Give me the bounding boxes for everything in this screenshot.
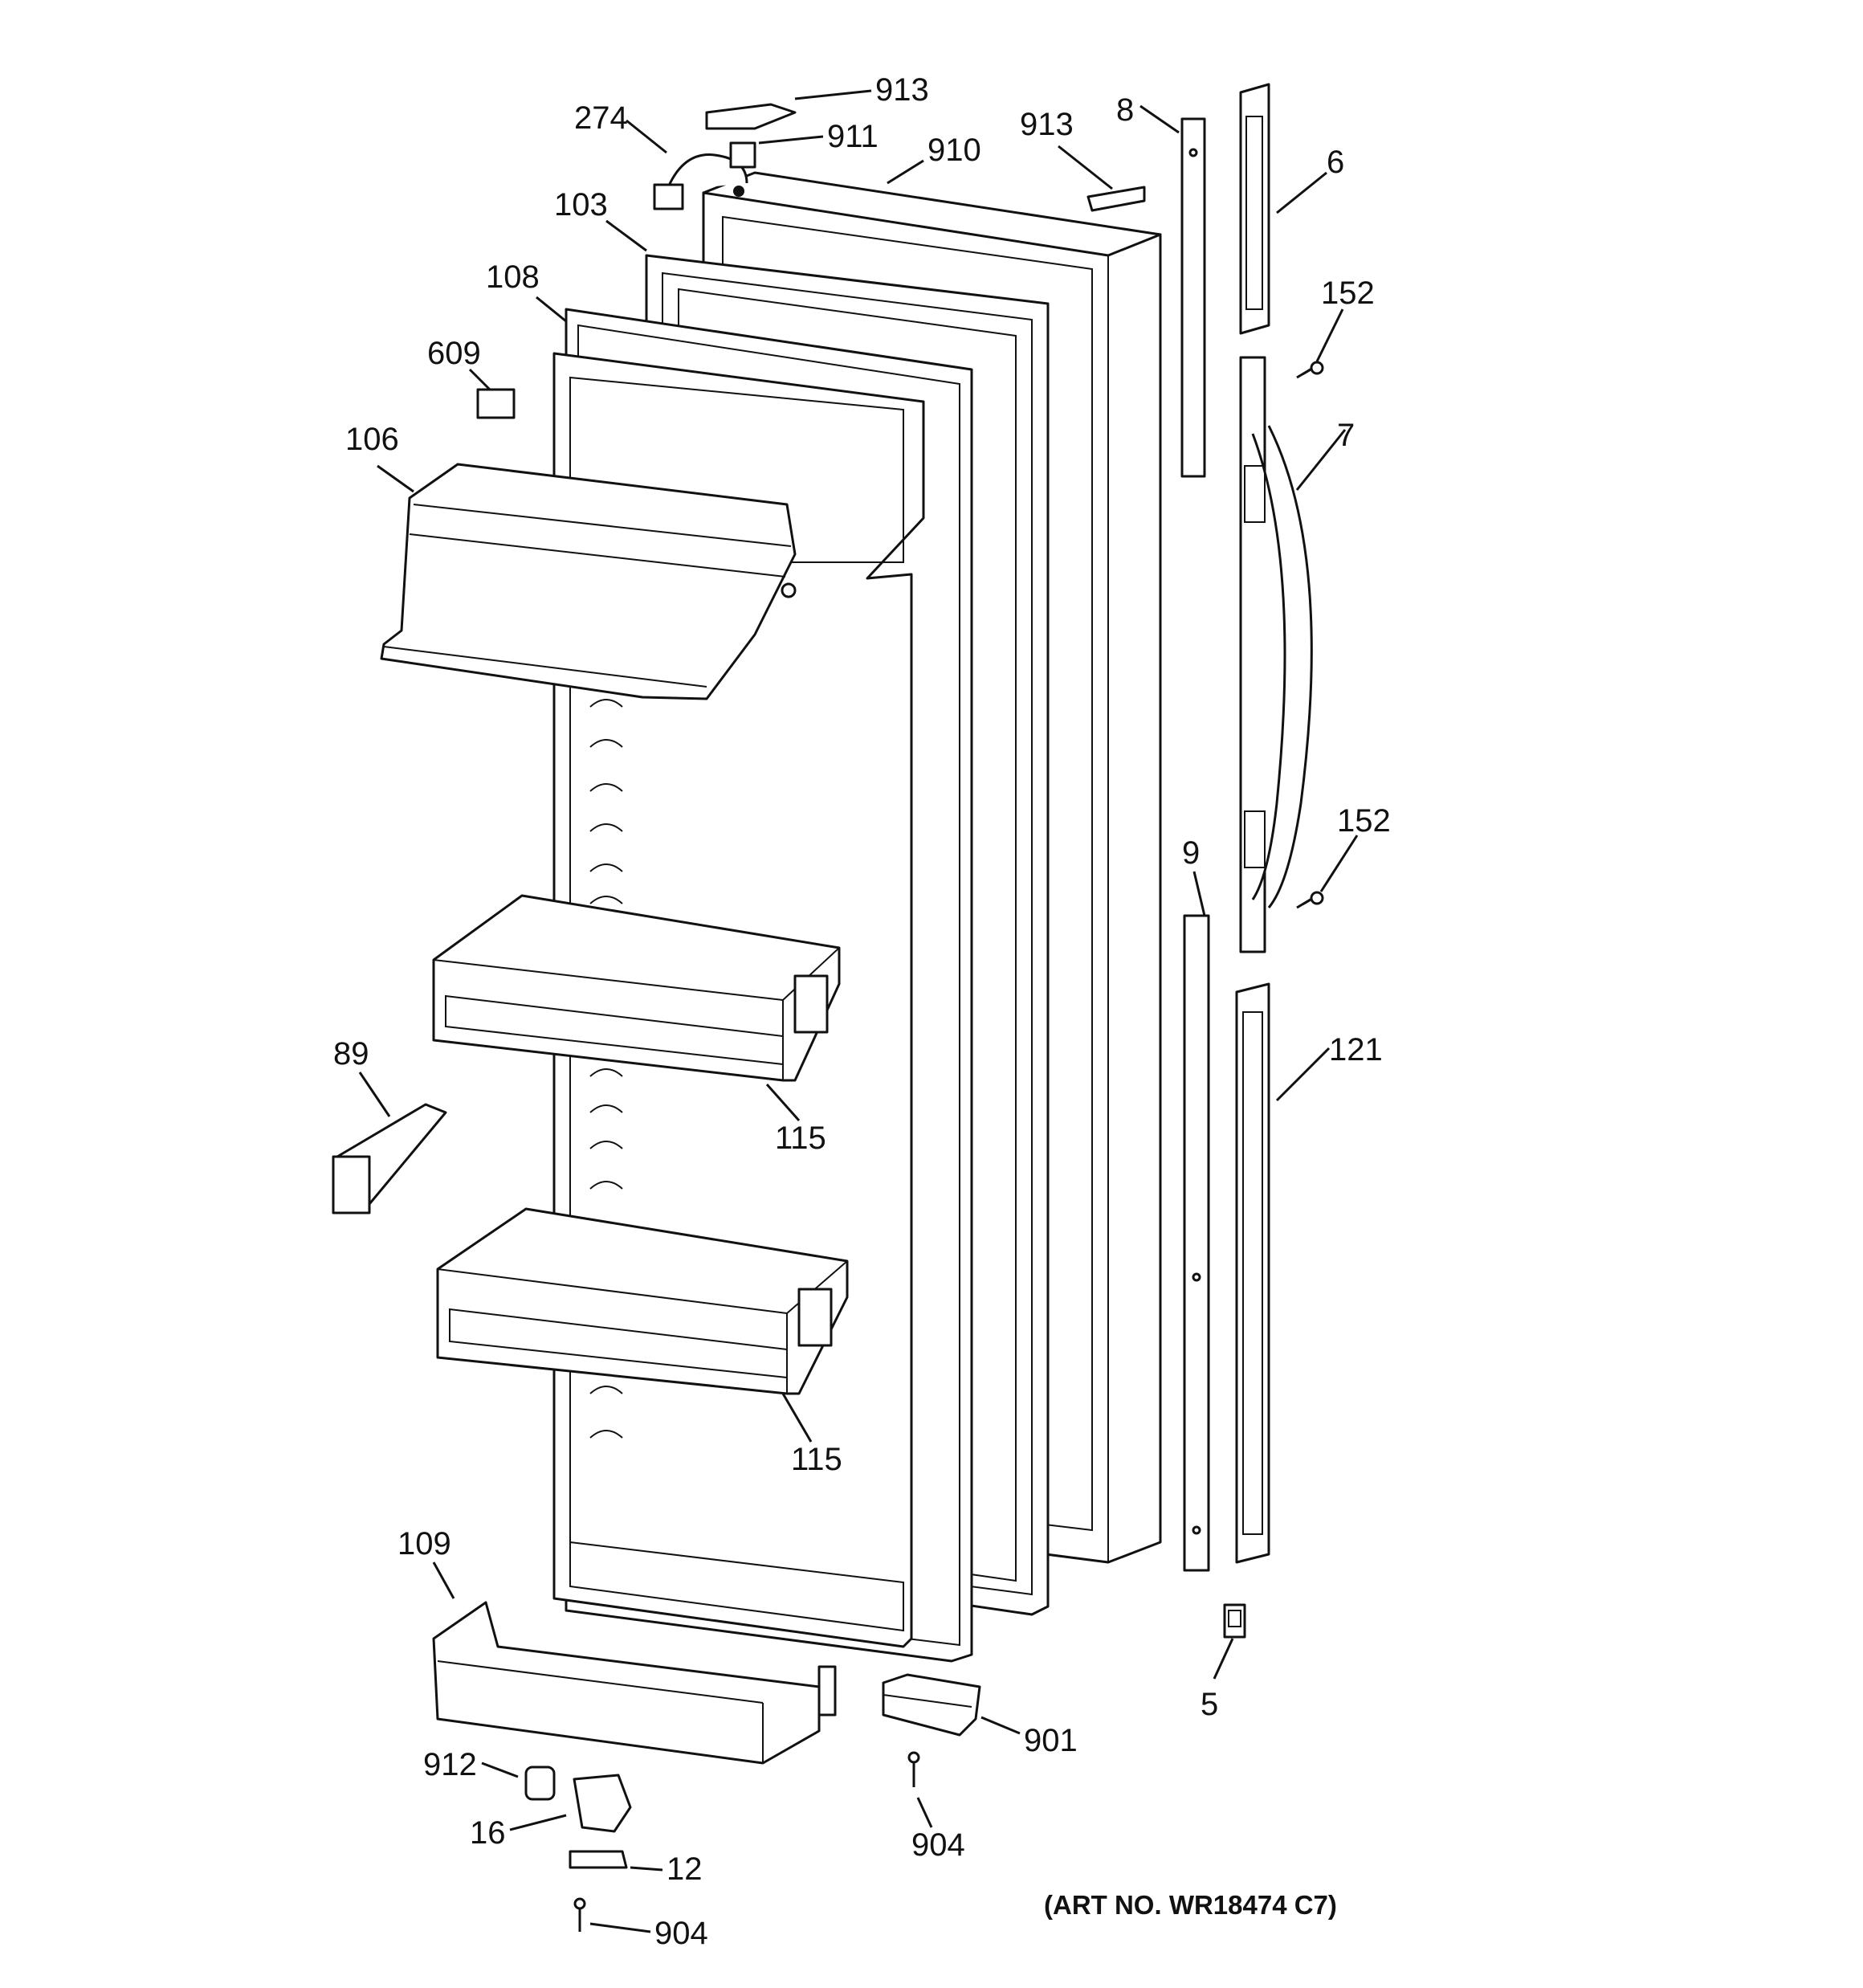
callout-103: 103 xyxy=(554,187,608,222)
screw-904-right xyxy=(907,1751,920,1787)
callout-913-top: 913 xyxy=(875,72,929,108)
callout-108: 108 xyxy=(486,259,540,295)
callout-121: 121 xyxy=(1329,1032,1383,1067)
foam-pad-913-right xyxy=(1086,186,1146,212)
callout-7: 7 xyxy=(1337,418,1355,453)
callout-labels: 913 911 274 910 913 8 6 103 108 152 609 … xyxy=(333,72,1391,1951)
trim-strip-9 xyxy=(1183,914,1210,1572)
dispenser-lamp-89 xyxy=(332,1103,447,1214)
screw-904-bottom xyxy=(573,1897,586,1932)
handle-cap-121 xyxy=(1235,982,1270,1564)
callout-6: 6 xyxy=(1327,145,1344,180)
leader-lines xyxy=(358,89,1359,1933)
hinge-16 xyxy=(573,1774,632,1833)
callout-9: 9 xyxy=(1182,835,1200,871)
cap-912 xyxy=(524,1766,556,1801)
callout-274: 274 xyxy=(574,100,628,136)
callout-5: 5 xyxy=(1201,1687,1218,1722)
bracket-12 xyxy=(569,1850,628,1869)
callout-913-right: 913 xyxy=(1020,107,1074,142)
callout-901: 901 xyxy=(1024,1723,1078,1758)
clip-5 xyxy=(1223,1603,1246,1639)
art-number: (ART NO. WR18474 C7) xyxy=(1044,1890,1337,1920)
callout-16: 16 xyxy=(470,1815,506,1851)
callout-89: 89 xyxy=(333,1036,369,1072)
callout-910: 910 xyxy=(927,133,981,168)
screw-152-upper xyxy=(1296,361,1324,379)
callout-912: 912 xyxy=(423,1747,477,1782)
screw-152-lower xyxy=(1296,891,1324,909)
door-bin-115-upper xyxy=(432,894,841,1082)
callout-115-lower: 115 xyxy=(791,1442,842,1477)
callout-911: 911 xyxy=(827,119,879,154)
trim-strip-8 xyxy=(1180,117,1206,478)
bottom-bin-109 xyxy=(432,1601,837,1765)
dairy-cover-106 xyxy=(380,463,797,700)
callout-152-upper: 152 xyxy=(1321,276,1375,311)
door-bin-115-lower xyxy=(436,1207,849,1395)
callout-109: 109 xyxy=(397,1526,451,1561)
callout-609: 609 xyxy=(427,336,481,371)
callout-8: 8 xyxy=(1116,92,1134,128)
callout-152-lower: 152 xyxy=(1337,803,1391,839)
callout-904-right: 904 xyxy=(911,1827,965,1863)
wire-harness-274 xyxy=(653,153,748,210)
callout-106: 106 xyxy=(345,422,399,457)
callout-904-bottom: 904 xyxy=(654,1916,708,1951)
shelf-rail-bumps xyxy=(589,699,623,1439)
callout-12: 12 xyxy=(667,1851,703,1887)
switch-609 xyxy=(476,388,516,419)
foam-pad-913-top xyxy=(705,103,797,130)
callout-115-upper: 115 xyxy=(775,1121,826,1156)
cover-901 xyxy=(882,1673,981,1737)
handle-cap-6 xyxy=(1239,83,1270,335)
handle-7 xyxy=(1239,356,1313,953)
plug-911 xyxy=(729,141,756,169)
